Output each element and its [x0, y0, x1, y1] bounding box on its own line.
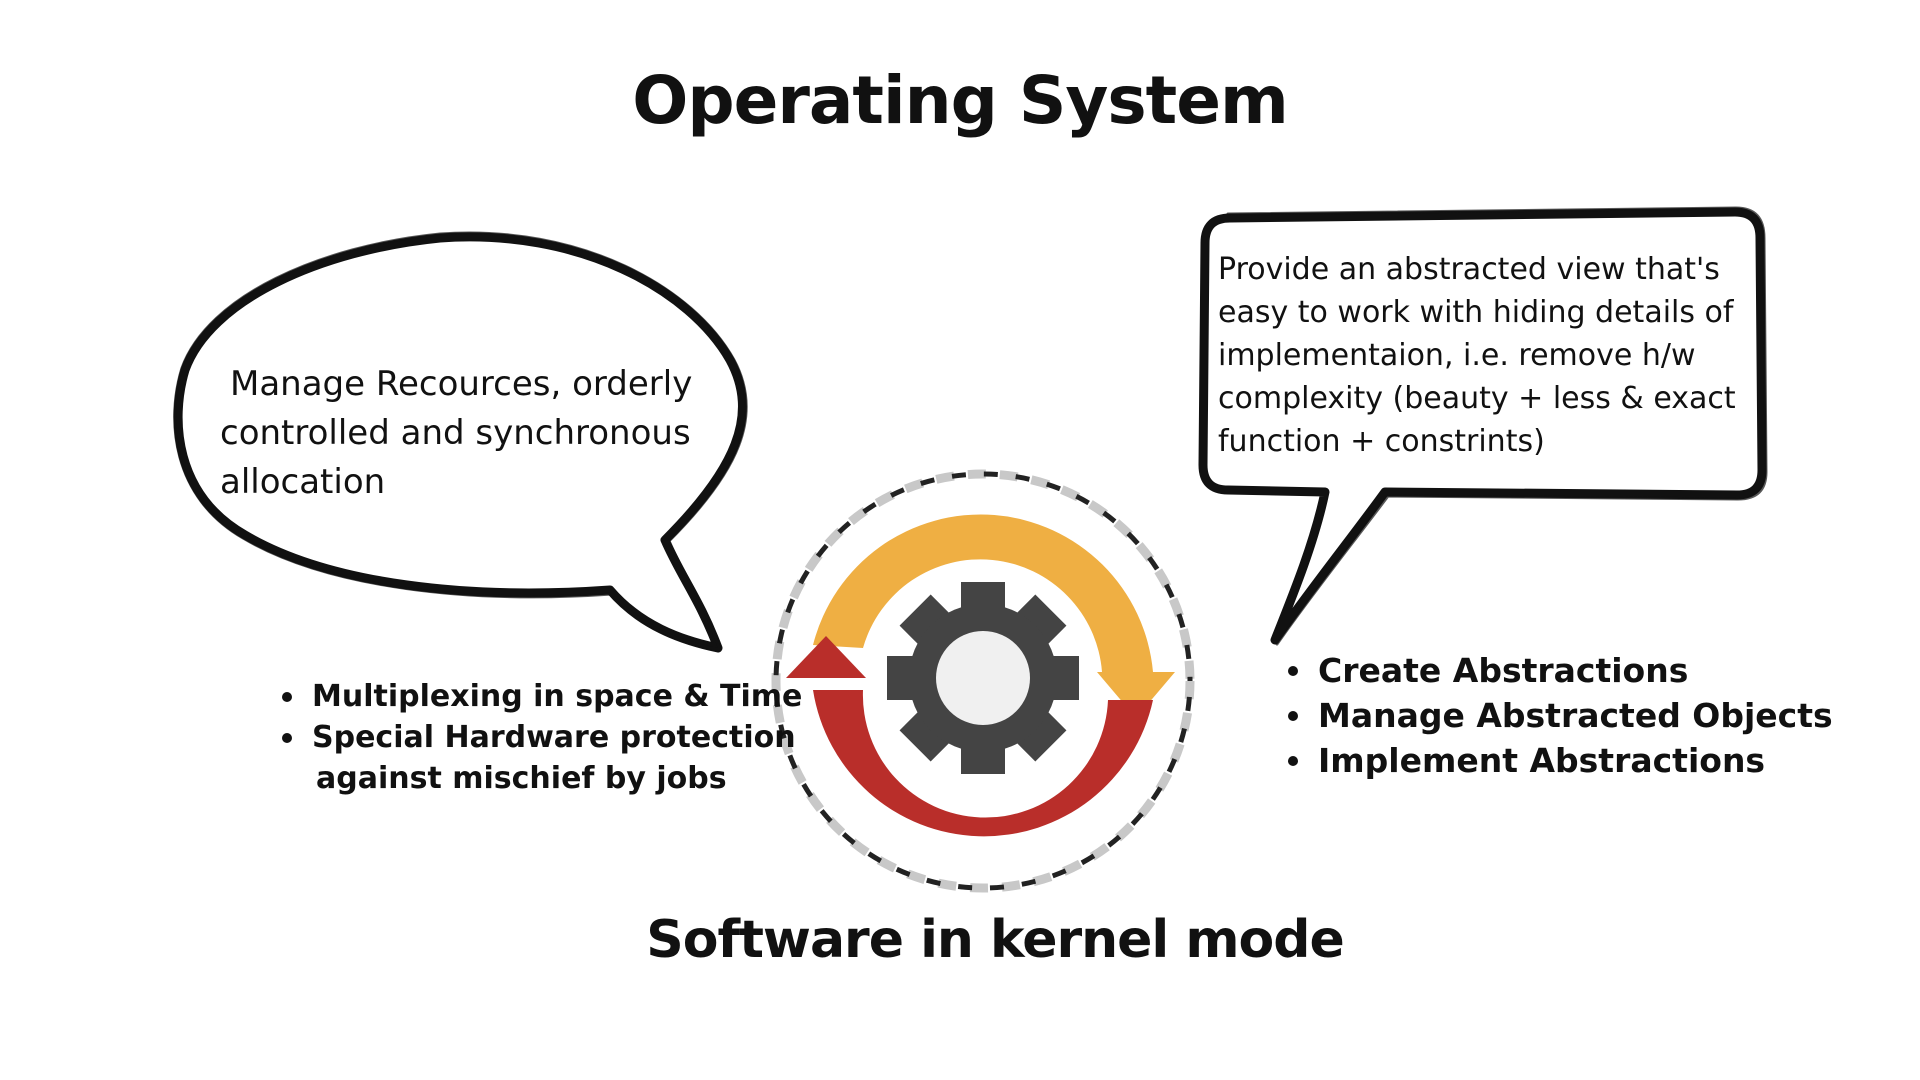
left-bullet-continuation: against mischief by jobs	[316, 761, 727, 796]
right-bubble-line: complexity (beauty + less & exact	[1218, 381, 1736, 416]
yellow-cycle-arrow	[813, 514, 1153, 672]
left-speech-bubble	[173, 231, 748, 653]
right-bubble-line: Provide an abstracted view that's	[1218, 252, 1720, 287]
left-bubble-line: allocation	[220, 462, 386, 502]
dashed-ring	[771, 469, 1195, 893]
right-bubble-text: Provide an abstracted view that's easy t…	[1218, 248, 1748, 463]
left-bubble-text: Manage Recources, orderly controlled and…	[220, 360, 710, 507]
page-title: Operating System	[632, 62, 1289, 139]
left-bullet-list: Multiplexing in space & Time Special Har…	[281, 676, 802, 799]
right-speech-bubble	[1198, 206, 1768, 646]
right-bubble-line: easy to work with hiding details of	[1218, 295, 1734, 330]
red-arrowhead	[786, 636, 866, 678]
left-bullet-item: Special Hardware protection	[281, 717, 802, 758]
right-bullet-item: Implement Abstractions	[1288, 738, 1833, 783]
right-bubble-line: function + constrints)	[1218, 424, 1545, 459]
yellow-arrowhead	[1097, 672, 1175, 718]
right-bullet-list: Create Abstractions Manage Abstracted Ob…	[1288, 648, 1833, 783]
left-bubble-line: controlled and synchronous	[220, 413, 691, 453]
gear-center	[936, 631, 1030, 725]
refresh-arrows-icon	[786, 514, 1175, 837]
red-cycle-arrow	[813, 690, 1153, 837]
left-bubble-line: Manage Recources, orderly	[230, 364, 693, 404]
gear-icon	[887, 582, 1079, 774]
right-bullet-item: Manage Abstracted Objects	[1288, 693, 1833, 738]
diagram-caption: Software in kernel mode	[646, 910, 1344, 970]
left-bullet-item: Multiplexing in space & Time	[281, 676, 802, 717]
right-bubble-line: implementaion, i.e. remove h/w	[1218, 338, 1696, 373]
right-bullet-item: Create Abstractions	[1288, 648, 1833, 693]
